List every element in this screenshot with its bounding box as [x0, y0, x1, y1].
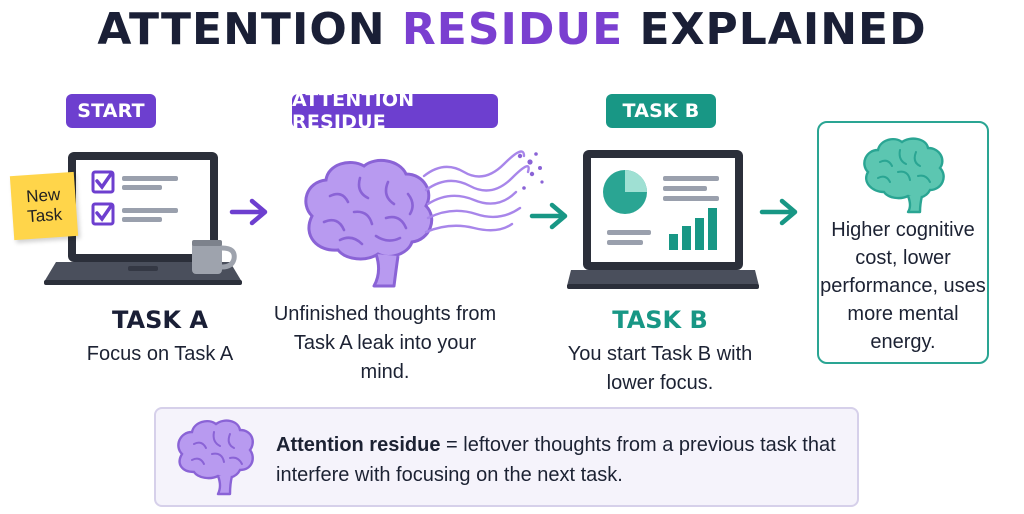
- task-a-heading: TASK A: [112, 306, 208, 334]
- brain-icon: [863, 137, 945, 214]
- title-accent: RESIDUE: [401, 4, 624, 55]
- pie-chart-icon: [603, 170, 647, 214]
- arrow-right-icon: [759, 198, 798, 226]
- coffee-mug-icon: [192, 240, 237, 274]
- task-b-label: TASK B: [606, 94, 716, 128]
- outcome-text: Higher cognitive cost, lower performance…: [820, 219, 986, 353]
- brain-icon: [304, 158, 434, 288]
- sticky-note-icon: New Task: [9, 171, 79, 241]
- residue-waves-icon: [422, 150, 544, 234]
- task-b-heading: TASK B: [612, 306, 708, 334]
- checklist-icon: [91, 170, 178, 226]
- arrow-right-icon: [229, 198, 268, 226]
- page-title: ATTENTION RESIDUE EXPLAINED: [0, 4, 1024, 55]
- definition-term: Attention residue: [276, 434, 441, 456]
- definition-body: = leftover thoughts from a previous task…: [276, 434, 836, 486]
- definition-box: [154, 407, 859, 507]
- task-b-description: You start Task B with lower focus.: [567, 343, 753, 394]
- bar-chart-icon: [669, 208, 717, 250]
- arrow-right-icon: [529, 202, 568, 230]
- residue-description: Unfinished thoughts from Task A leak int…: [273, 303, 497, 383]
- start-label: START: [66, 94, 156, 128]
- definition-text: Attention residue = leftover thoughts fr…: [276, 430, 851, 490]
- attention-residue-label: ATTENTION RESIDUE: [292, 89, 498, 133]
- title-part-1: ATTENTION: [97, 4, 402, 55]
- task-a-description: Focus on Task A: [86, 343, 234, 365]
- brain-icon: [177, 419, 254, 496]
- laptop-icon: [567, 150, 759, 289]
- title-part-2: EXPLAINED: [623, 4, 927, 55]
